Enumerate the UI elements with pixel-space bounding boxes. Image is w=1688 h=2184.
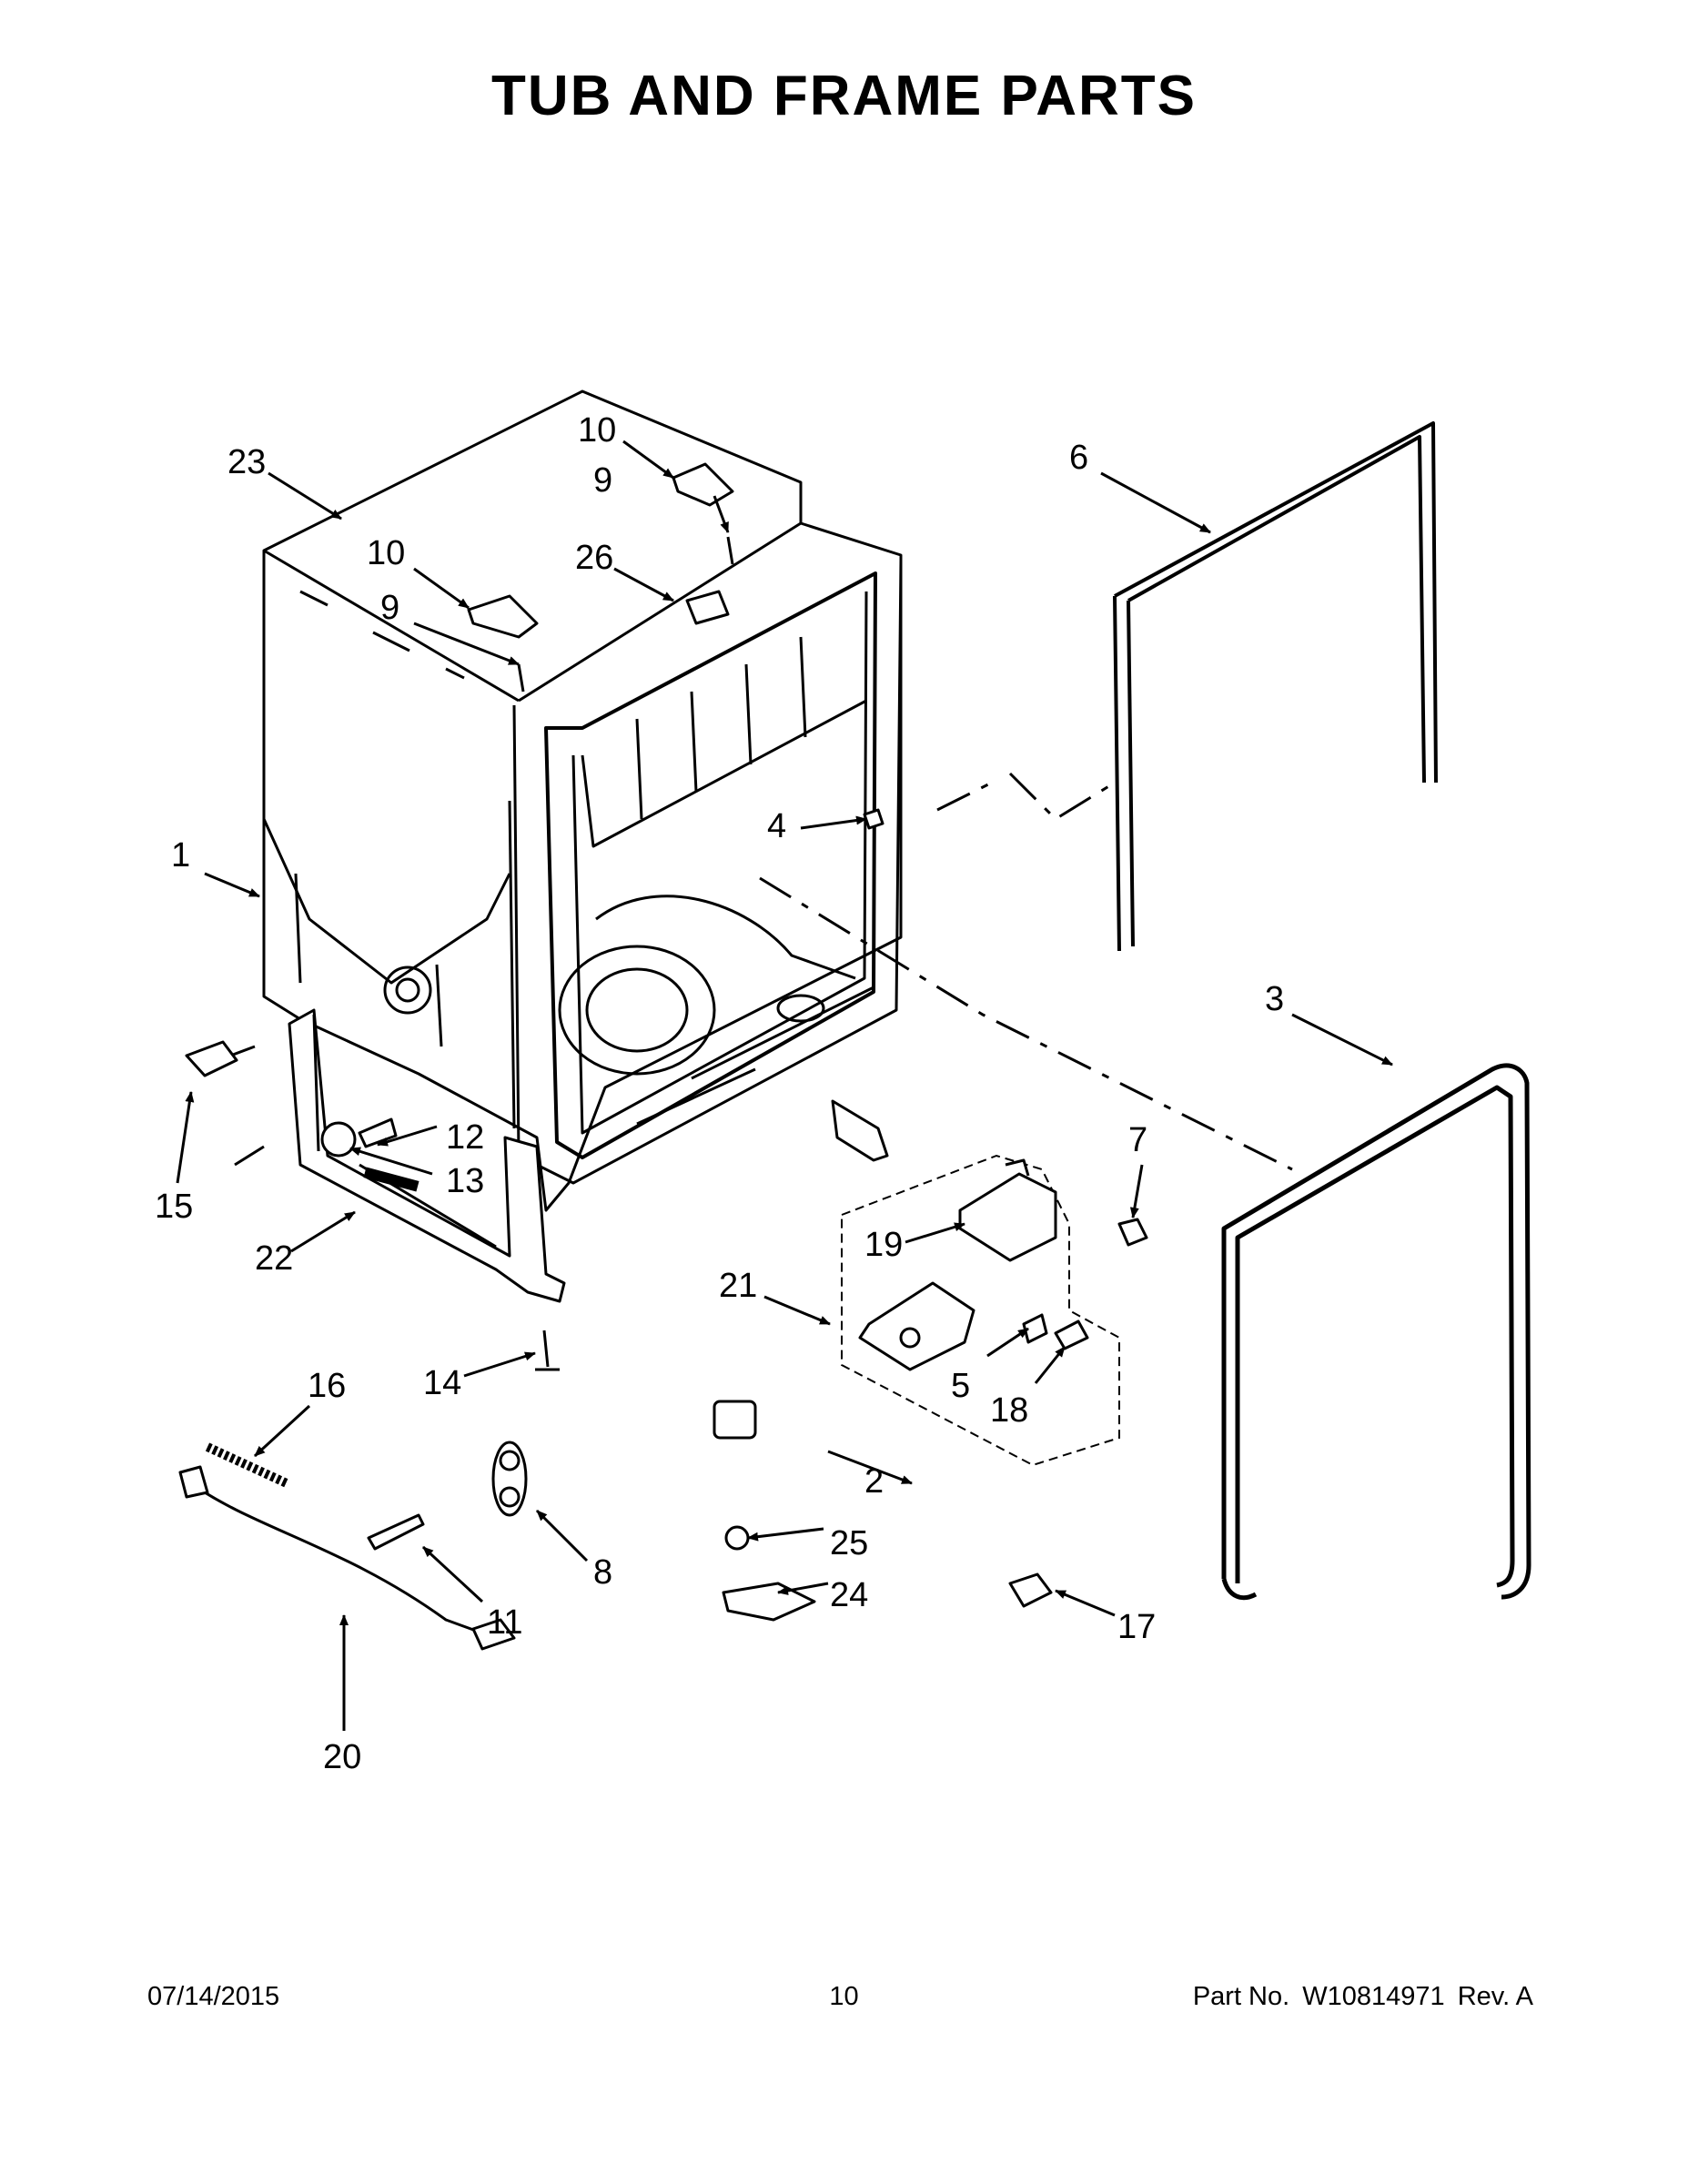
callout-7: 7 (1128, 1121, 1147, 1159)
base-frame (288, 1008, 889, 1303)
callout-17: 17 (1117, 1608, 1156, 1646)
callout-5: 5 (951, 1367, 970, 1405)
callout-9a: 9 (380, 589, 399, 627)
revision: Rev. A (1457, 1982, 1533, 2011)
callout-1: 1 (171, 836, 190, 875)
callout-15: 15 (155, 1188, 193, 1226)
callout-20: 20 (323, 1738, 361, 1776)
lower-gasket (1221, 1063, 1531, 1601)
callout-16: 16 (308, 1367, 346, 1405)
callout-12: 12 (446, 1118, 484, 1157)
callout-25: 25 (830, 1524, 868, 1562)
callout-19: 19 (864, 1226, 903, 1264)
assembly-lines (217, 772, 1293, 1171)
callout-18: 18 (990, 1391, 1028, 1430)
callout-22: 22 (255, 1239, 293, 1278)
tub-assembly (262, 389, 903, 1212)
footer-part-info: Part No. W10814971 Rev. A (1188, 1982, 1533, 2012)
part-number: W10814971 (1302, 1982, 1445, 2011)
footer-page-number: 10 (829, 1982, 859, 2011)
callout-26: 26 (575, 539, 613, 577)
footer-date: 07/14/2015 (147, 1982, 280, 2011)
callout-10a: 10 (367, 534, 405, 572)
small-parts (178, 462, 1148, 1651)
callout-9b: 9 (593, 461, 612, 500)
callout-21: 21 (719, 1267, 757, 1305)
callout-10b: 10 (578, 411, 616, 450)
callout-8: 8 (593, 1553, 612, 1592)
callout-23: 23 (227, 443, 266, 481)
callout-11: 11 (487, 1603, 522, 1642)
callout-3: 3 (1265, 980, 1284, 1018)
callout-14: 14 (423, 1364, 461, 1402)
part-label: Part No. (1192, 1982, 1290, 2011)
callout-13: 13 (446, 1162, 484, 1200)
door-gasket (1113, 421, 1438, 952)
page-title: TUB AND FRAME PARTS (490, 65, 1198, 127)
callout-6: 6 (1069, 439, 1088, 477)
callout-2: 2 (864, 1462, 884, 1501)
callout-arrows (176, 440, 1393, 1731)
callout-labels: 1 2 3 4 5 6 7 8 9 9 10 10 11 12 13 14 15… (155, 411, 1284, 1776)
callout-4: 4 (767, 807, 786, 845)
callout-24: 24 (830, 1576, 868, 1614)
